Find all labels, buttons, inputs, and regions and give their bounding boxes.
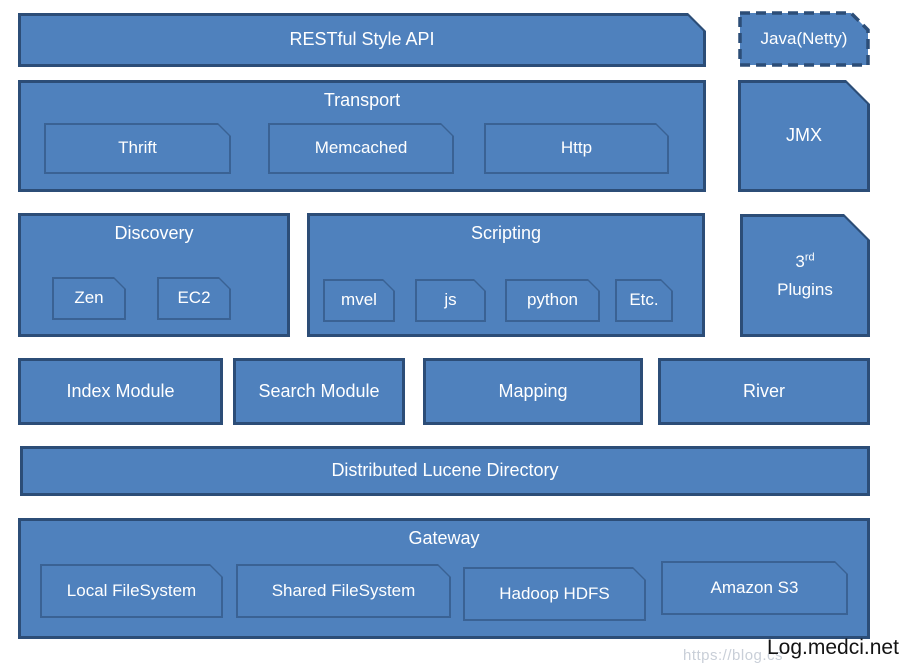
local-filesystem-box: Local FileSystem bbox=[40, 564, 223, 618]
mvel-box: mvel bbox=[323, 279, 395, 322]
etc-label: Etc. bbox=[629, 290, 659, 310]
amazon-s3-label: Amazon S3 bbox=[710, 577, 799, 597]
box-fill bbox=[238, 566, 449, 616]
hadoop-hdfs-box: Hadoop HDFS bbox=[463, 567, 646, 621]
java-netty-box: Java(Netty) bbox=[738, 11, 870, 67]
watermark-url: https://blog.cs bbox=[683, 647, 784, 664]
etc-box: Etc. bbox=[615, 279, 673, 322]
java-netty-label: Java(Netty) bbox=[760, 28, 848, 48]
scripting-box: Scripting mvel js python Etc. bbox=[307, 213, 705, 337]
river-label: River bbox=[742, 380, 785, 401]
transport-title: Transport bbox=[323, 90, 401, 110]
box-fill bbox=[270, 125, 452, 172]
gateway-box: Gateway Local FileSystem Shared FileSyst… bbox=[18, 518, 870, 639]
box-fill bbox=[46, 125, 229, 172]
box-fill bbox=[743, 217, 867, 334]
index-module-label: Index Module bbox=[66, 380, 175, 401]
box-fill bbox=[54, 279, 124, 318]
box-fill bbox=[741, 83, 867, 189]
jmx-box: JMX bbox=[738, 80, 870, 192]
lucene-directory-box: Distributed Lucene Directory bbox=[20, 446, 870, 496]
memcached-label: Memcached bbox=[314, 138, 408, 158]
shared-filesystem-label: Shared FileSystem bbox=[271, 580, 416, 600]
box-fill bbox=[325, 281, 393, 320]
box-fill bbox=[486, 125, 667, 172]
local-filesystem-label: Local FileSystem bbox=[66, 580, 197, 600]
box-fill bbox=[417, 281, 484, 320]
third-party-plugins-label: 3rd Plugins bbox=[777, 248, 833, 302]
discovery-title: Discovery bbox=[114, 223, 194, 243]
box-fill bbox=[507, 281, 598, 320]
http-label: Http bbox=[560, 138, 593, 158]
js-box: js bbox=[415, 279, 486, 322]
ec2-box: EC2 bbox=[157, 277, 231, 320]
jmx-label: JMX bbox=[786, 125, 822, 146]
river-box: River bbox=[658, 358, 870, 425]
lucene-directory-label: Distributed Lucene Directory bbox=[331, 460, 559, 481]
hadoop-hdfs-label: Hadoop HDFS bbox=[499, 583, 610, 603]
box-fill bbox=[21, 16, 703, 64]
restful-api-label: RESTful Style API bbox=[289, 29, 435, 50]
discovery-box: Discovery Zen EC2 bbox=[18, 213, 290, 337]
restful-api-box: RESTful Style API bbox=[18, 13, 706, 67]
ec2-label: EC2 bbox=[177, 288, 211, 308]
mvel-label: mvel bbox=[341, 290, 377, 310]
box-fill bbox=[159, 279, 229, 318]
third-party-plugins-box: 3rd Plugins bbox=[740, 214, 870, 337]
mapping-label: Mapping bbox=[498, 380, 568, 401]
search-module-box: Search Module bbox=[233, 358, 405, 425]
plugins-word: Plugins bbox=[777, 279, 833, 299]
thrift-label: Thrift bbox=[118, 138, 157, 158]
watermark-site: Log.medci.net bbox=[767, 636, 899, 659]
python-label: python bbox=[526, 290, 579, 310]
shared-filesystem-box: Shared FileSystem bbox=[236, 564, 451, 618]
http-box: Http bbox=[484, 123, 669, 174]
transport-box: Transport Thrift Memcached Http bbox=[18, 80, 706, 192]
search-module-label: Search Module bbox=[258, 380, 380, 401]
gateway-title: Gateway bbox=[408, 528, 480, 548]
scripting-title: Scripting bbox=[470, 223, 542, 243]
js-label: js bbox=[444, 290, 457, 310]
zen-box: Zen bbox=[52, 277, 126, 320]
plugins-ordinal: 3rd bbox=[795, 251, 815, 272]
index-module-box: Index Module bbox=[18, 358, 223, 425]
box-fill bbox=[465, 569, 644, 619]
amazon-s3-box: Amazon S3 bbox=[661, 561, 848, 615]
dashed-border-shape bbox=[738, 11, 870, 67]
box-fill bbox=[42, 566, 221, 616]
box-fill bbox=[617, 281, 671, 320]
python-box: python bbox=[505, 279, 600, 322]
zen-label: Zen bbox=[74, 288, 104, 308]
box-fill bbox=[663, 563, 846, 613]
mapping-box: Mapping bbox=[423, 358, 643, 425]
memcached-box: Memcached bbox=[268, 123, 454, 174]
thrift-box: Thrift bbox=[44, 123, 231, 174]
